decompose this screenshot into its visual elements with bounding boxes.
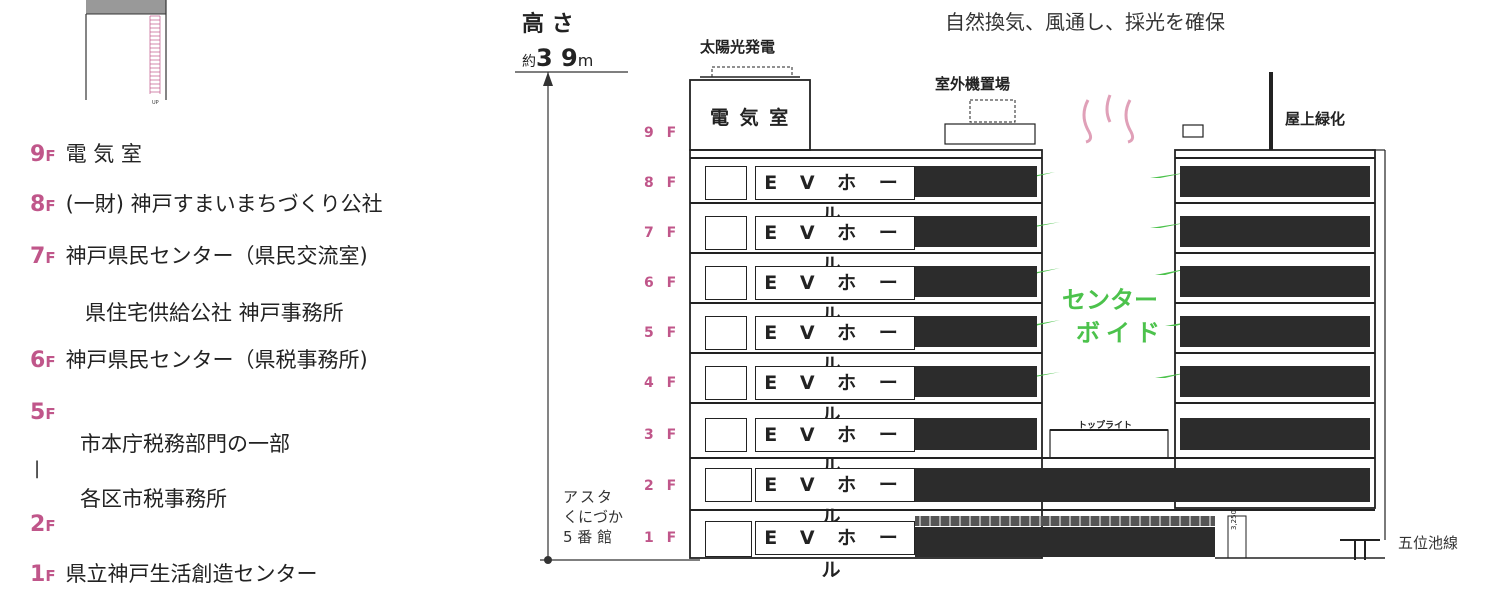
ev-hall-5f: E V ホ ー ル [755, 316, 915, 376]
ev-hall-8f: E V ホ ー ル [755, 166, 915, 226]
floor-label-1f: 1 F [644, 530, 681, 546]
legend-5f-num: 5F [30, 400, 56, 425]
up-label: UP [152, 100, 159, 106]
floor-label-7f: 7 F [644, 225, 681, 241]
legend-9f: 9F 電 気 室 [30, 142, 142, 167]
ev-hall-4f: E V ホ ー ル [755, 366, 915, 426]
floor-label-2f: 2 F [644, 478, 681, 494]
ventilation-caption: 自然換気、風通し、採光を確保 [945, 10, 1225, 34]
outdoor-unit-label: 室外機置場 [935, 75, 1011, 93]
dimension-label: 3,250 [1230, 509, 1238, 530]
floor-label-8f: 8 F [644, 175, 681, 191]
floor-label-6f: 6 F [644, 275, 681, 291]
ev-hall-1f: E V ホ ー ル [755, 521, 915, 581]
legend-7f-sub: 県住宅供給公社 神戸事務所 [85, 301, 344, 325]
road-label: 五位池線 [1398, 534, 1459, 552]
floor-label-3f: 3 F [644, 427, 681, 443]
legend-2f-text: 各区市税事務所 [80, 487, 227, 511]
legend-1f: 1F 県立神戸生活創造センター [30, 562, 318, 587]
legend-6f: 6F 神戸県民センター（県税事務所) [30, 348, 368, 373]
toplight-label: トップライト [1078, 421, 1133, 431]
electric-room-label: 電 気 室 [710, 107, 791, 129]
rooftop-green-label: 屋上緑化 [1285, 110, 1346, 128]
legend-7f: 7F 神戸県民センター（県民交流室) [30, 244, 368, 269]
floor-label-9f: 9 F [644, 125, 681, 141]
floor-label-4f: 4 F [644, 375, 681, 391]
ev-hall-3f: E V ホ ー ル [755, 418, 915, 478]
legend-8f: 8F (一財) 神戸すまいまちづくり公社 [30, 192, 383, 217]
legend-2f-num: 2F [30, 512, 56, 537]
ev-hall-6f: E V ホ ー ル [755, 266, 915, 326]
center-void-label-1: センター [1062, 286, 1158, 314]
legend-range-dash: | [34, 458, 41, 479]
stair-drawing: UP [85, 0, 167, 106]
height-value: 約3 9m [522, 44, 594, 72]
ev-hall-2f: E V ホ ー ル [755, 468, 915, 528]
neighbor-label-1: アスタ [563, 488, 615, 506]
floor-label-5f: 5 F [644, 325, 681, 341]
height-title: 高 さ [522, 12, 574, 37]
legend-5f-text: 市本庁税務部門の一部 [80, 432, 290, 456]
ev-hall-7f: E V ホ ー ル [755, 216, 915, 276]
neighbor-label-2: くにづか [563, 508, 624, 526]
neighbor-label-3: 5 番 館 [563, 528, 613, 546]
center-void-label-2: ボイド [1076, 319, 1166, 347]
solar-label: 太陽光発電 [700, 38, 776, 56]
